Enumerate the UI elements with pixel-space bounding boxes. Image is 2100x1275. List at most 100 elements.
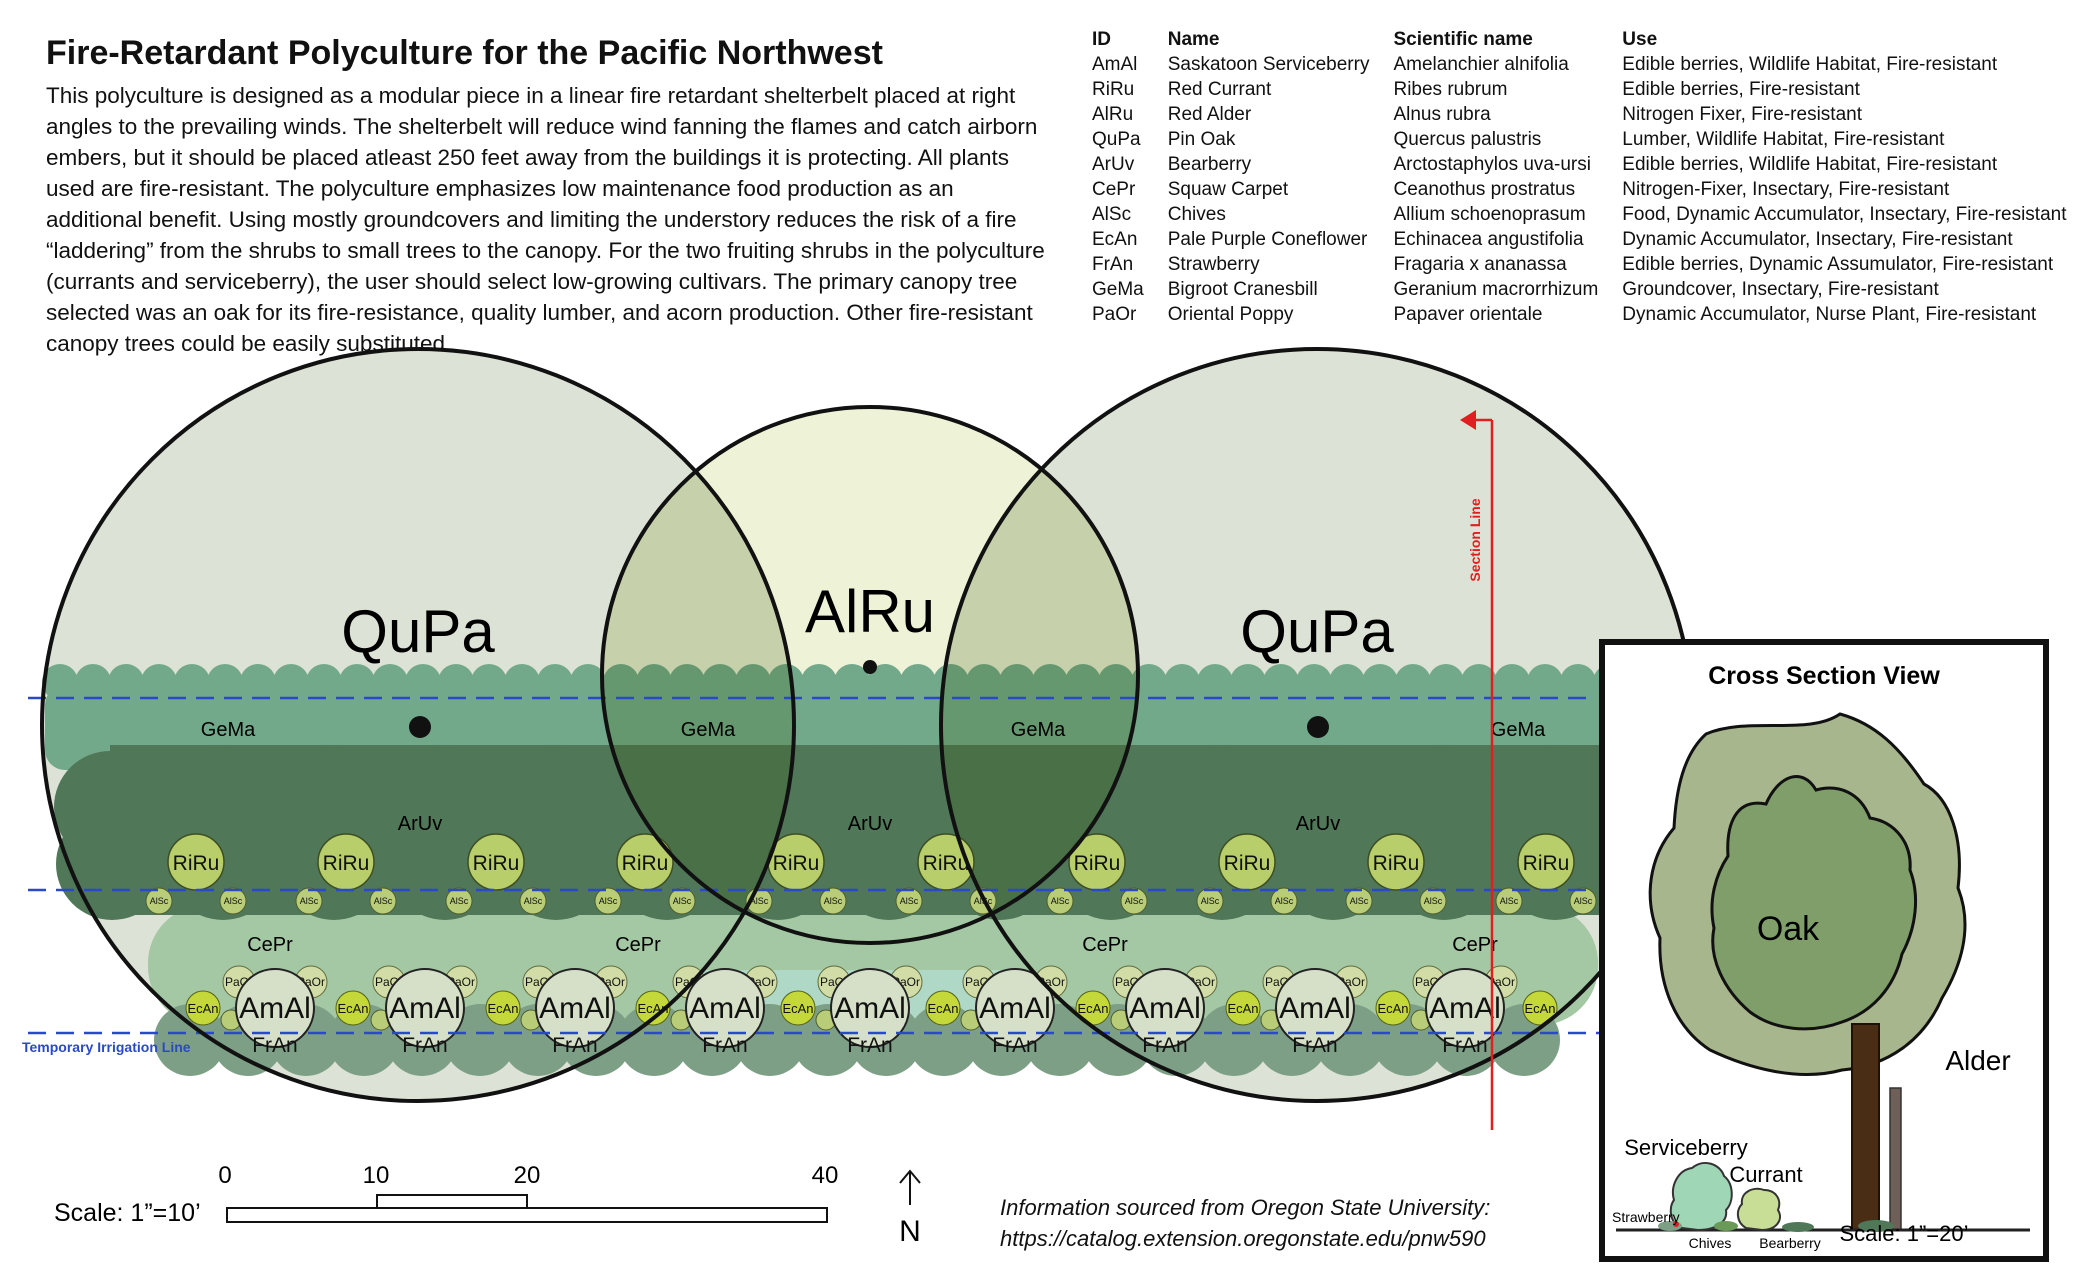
alsc-plant [295, 887, 323, 915]
gema-plant [1494, 664, 1530, 700]
scale-bar-shape [226, 1194, 828, 1223]
cepr-label-4: CePr [1452, 934, 1498, 956]
north-arrow-icon [899, 1169, 921, 1205]
cell-scientific-name: Geranium macrorrhizum [1393, 278, 1599, 300]
amal-label: AmAl [539, 992, 611, 1025]
gema-plant [1065, 664, 1101, 700]
trunk-dot-middle [863, 660, 877, 674]
gema-plant [537, 664, 573, 700]
ecan-label: EcAn [1524, 1001, 1555, 1016]
gema-plant [141, 664, 177, 700]
amal-label: AmAl [1429, 992, 1501, 1025]
gema-plant [1230, 664, 1266, 700]
alsc-plant [219, 887, 247, 915]
gema-plant [1395, 664, 1431, 700]
alder-trunk [1889, 1087, 1902, 1231]
cell-use: Dynamic Accumulator, Insectary, Fire-res… [1622, 228, 2013, 250]
alsc-plant [145, 887, 173, 915]
amal-plant [1125, 968, 1205, 1048]
ecan-label: EcAn [337, 1001, 368, 1016]
canopy-label-qupa-right: QuPa [1240, 598, 1394, 665]
gema-plant [471, 664, 507, 700]
section-line: Section Line [1460, 410, 1494, 1130]
cell-scientific-name: Fragaria x ananassa [1393, 253, 1567, 275]
cepr-label-1: CePr [247, 934, 293, 956]
strawberry-label: Strawberry [1612, 1209, 1680, 1225]
alsc-label: AlSc [150, 896, 169, 906]
riru-label: RiRu [1523, 852, 1570, 875]
gema-plant [438, 664, 474, 700]
credits: Information sourced from Oregon State Un… [1000, 1192, 1490, 1254]
alsc-label: AlSc [1574, 896, 1593, 906]
gema-plant [834, 664, 870, 700]
ecan-plant [1522, 990, 1558, 1026]
strawberry-fruit [1673, 1221, 1679, 1227]
cepr-label-3: CePr [1082, 934, 1128, 956]
credits-line-2: https://catalog.extension.oregonstate.ed… [1000, 1226, 1486, 1251]
gema-plant [867, 664, 903, 700]
north-label: N [899, 1215, 921, 1248]
currant-label: Currant [1729, 1162, 1802, 1187]
cell-scientific-name: Arctostaphylos uva-ursi [1393, 153, 1591, 175]
alsc-plant [668, 887, 696, 915]
gema-plant [1197, 664, 1233, 700]
fran-label: FrAn [1292, 1034, 1338, 1057]
cell-id: CePr [1092, 178, 1136, 200]
alsc-plant [369, 887, 397, 915]
amal-label: AmAl [1129, 992, 1201, 1025]
gema-plant [108, 664, 144, 700]
gema-plant [768, 664, 804, 700]
serviceberry-shrub [1669, 1161, 1733, 1232]
cell-id: PaOr [1092, 303, 1137, 325]
alsc-plant [819, 887, 847, 915]
amal-plant [535, 968, 615, 1048]
riru-label: RiRu [1074, 852, 1121, 875]
alsc-label: AlSc [374, 896, 393, 906]
cell-name: Red Currant [1167, 78, 1272, 100]
gema-label-3: GeMa [1011, 719, 1066, 741]
description: This polyculture is designed as a modula… [46, 83, 1045, 356]
amal-label: AmAl [239, 992, 311, 1025]
alsc-plant [1419, 887, 1447, 915]
amal-label: AmAl [689, 992, 761, 1025]
cell-use: Nitrogen Fixer, Fire-resistant [1622, 103, 1862, 125]
cell-scientific-name: Quercus palustris [1393, 128, 1542, 150]
cross-section-view: Cross Section View Alder Oak Serviceberr… [1599, 639, 2049, 1262]
serviceberry-label: Serviceberry [1624, 1135, 1747, 1160]
gema-plant [1329, 664, 1365, 700]
chives-plants [1714, 1221, 1738, 1231]
cepr-label-2: CePr [615, 934, 661, 956]
scale-bar: Scale: 1”=10’ 0 10 20 40 N [54, 1165, 921, 1248]
amal-plant [685, 968, 765, 1048]
aruv-label-2: ArUv [848, 813, 892, 835]
riru-label: RiRu [773, 852, 820, 875]
alsc-label: AlSc [1201, 896, 1220, 906]
ecan-plant [1225, 990, 1261, 1026]
gema-plant [966, 664, 1002, 700]
cell-id: AlSc [1092, 203, 1132, 225]
fran-label: FrAn [252, 1034, 298, 1057]
gema-plant [1098, 664, 1134, 700]
gema-plant [372, 664, 408, 700]
cell-use: Nitrogen-Fixer, Insectary, Fire-resistan… [1622, 178, 1950, 200]
cross-section-title: Cross Section View [1708, 662, 1940, 690]
amal-label: AmAl [1279, 992, 1351, 1025]
riru-label: RiRu [173, 852, 220, 875]
alsc-plant [445, 887, 473, 915]
alsc-plant [895, 887, 923, 915]
fran-label: FrAn [402, 1034, 448, 1057]
amal-label: AmAl [834, 992, 906, 1025]
fran-label: FrAn [1142, 1034, 1188, 1057]
alsc-plant [1345, 887, 1373, 915]
gema-plant [405, 664, 441, 700]
alsc-label: AlSc [450, 896, 469, 906]
cell-use: Edible berries, Dynamic Assumulator, Fir… [1622, 253, 2054, 275]
gema-plant [1428, 664, 1464, 700]
gema-plant [636, 664, 672, 700]
